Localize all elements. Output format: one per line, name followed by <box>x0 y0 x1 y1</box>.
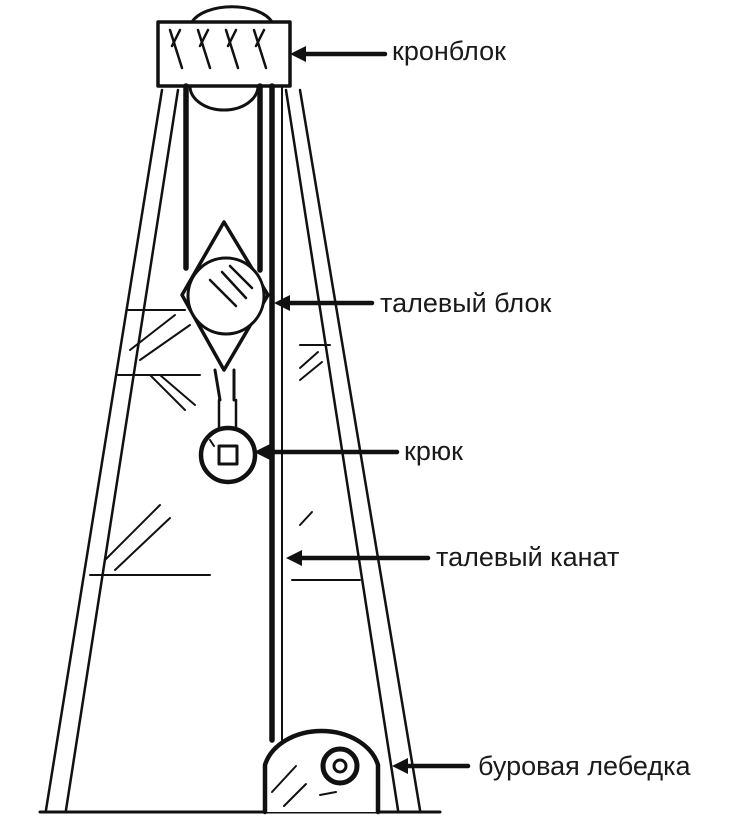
crown-block <box>156 5 292 112</box>
label-drilling-line: талевый канат <box>436 542 620 572</box>
label-crown-block: кронблок <box>392 36 506 66</box>
traveling-block <box>180 220 270 434</box>
leader-arrows <box>254 46 471 774</box>
drilling-line <box>183 83 275 743</box>
hook <box>198 425 258 485</box>
label-drawworks: буровая лебедка <box>478 751 691 781</box>
drawworks <box>262 728 381 815</box>
label-hook: крюк <box>404 436 463 466</box>
label-traveling-block: талевый блок <box>380 288 552 318</box>
